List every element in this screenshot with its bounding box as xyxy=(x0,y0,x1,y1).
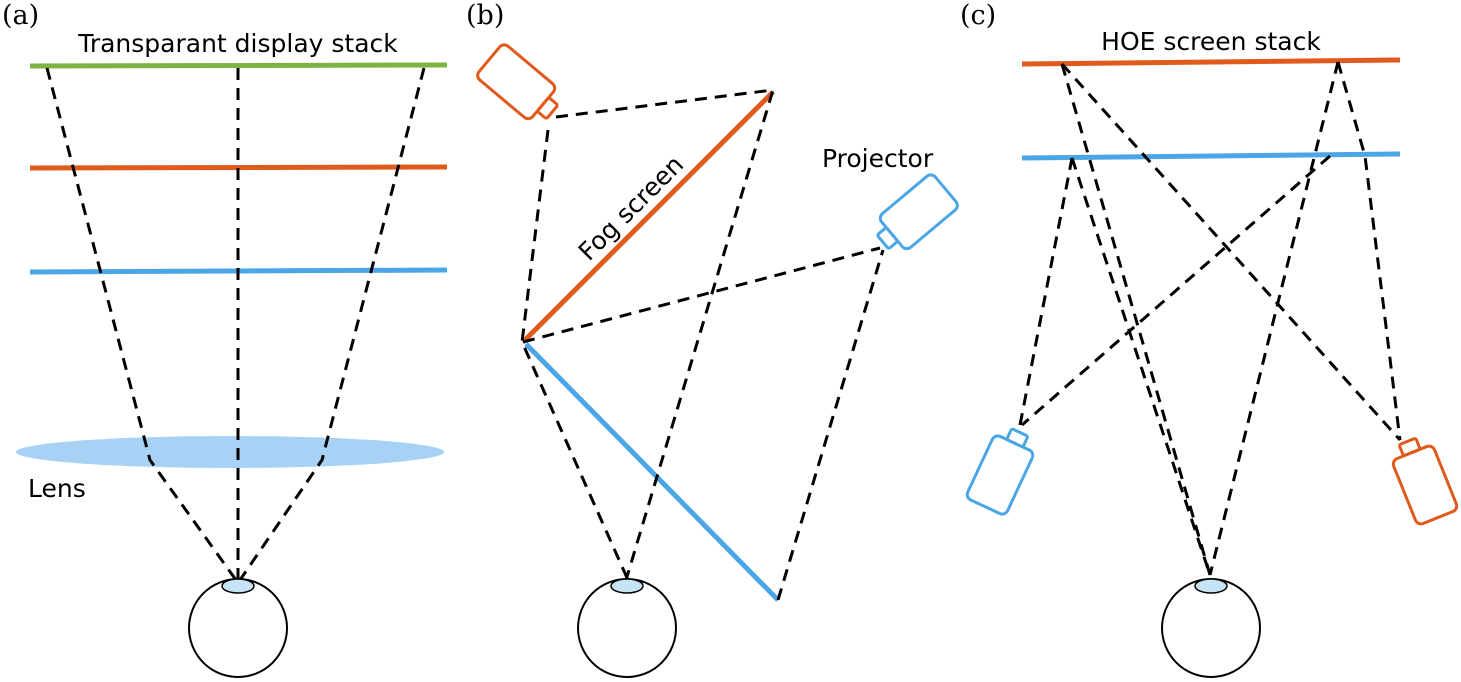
panel-a: (a) Transparant display stack Lens xyxy=(2,0,448,678)
panel-a-letter: (a) xyxy=(2,0,39,31)
orange-projector-icon xyxy=(1391,437,1459,526)
eye-a xyxy=(188,578,288,678)
display-layer-green xyxy=(29,62,448,69)
blue-projector-icon xyxy=(876,173,959,251)
display-layer-orange xyxy=(29,164,448,171)
fog-screen xyxy=(521,90,775,344)
panel-b: (b) Fog screen Projector xyxy=(466,0,959,678)
blue-projector-icon xyxy=(965,427,1035,516)
orange-projector-icon xyxy=(476,43,559,121)
ray-b3 xyxy=(522,246,881,344)
ray-c4 xyxy=(1336,61,1402,441)
panel-b-letter: (b) xyxy=(466,0,504,31)
hoe-layer-orange xyxy=(1021,57,1401,67)
panel-c-title: HOE screen stack xyxy=(1101,27,1321,56)
ray-b2 xyxy=(520,129,630,581)
ray-b4 xyxy=(776,249,885,601)
ray-left xyxy=(45,67,238,581)
eye-b xyxy=(577,578,677,678)
ray-right xyxy=(238,67,426,581)
ray-c5 xyxy=(1021,154,1331,427)
ray-c7 xyxy=(1070,157,1212,576)
projector-label: Projector xyxy=(822,144,934,173)
blue-surface xyxy=(524,342,780,602)
ray-c2 xyxy=(1060,62,1402,442)
ray-c1 xyxy=(1060,63,1212,576)
ray-c3 xyxy=(1208,61,1340,576)
lens-label: Lens xyxy=(28,474,86,503)
fog-screen-label: Fog screen xyxy=(573,150,689,266)
panel-c: (c) HOE screen stack xyxy=(960,0,1459,678)
lens xyxy=(16,436,444,468)
ray-c6 xyxy=(1018,157,1074,426)
panel-c-letter: (c) xyxy=(960,0,996,31)
hoe-layer-blue xyxy=(1021,151,1401,161)
panel-a-title: Transparant display stack xyxy=(77,29,398,58)
eye-c xyxy=(1161,578,1261,678)
